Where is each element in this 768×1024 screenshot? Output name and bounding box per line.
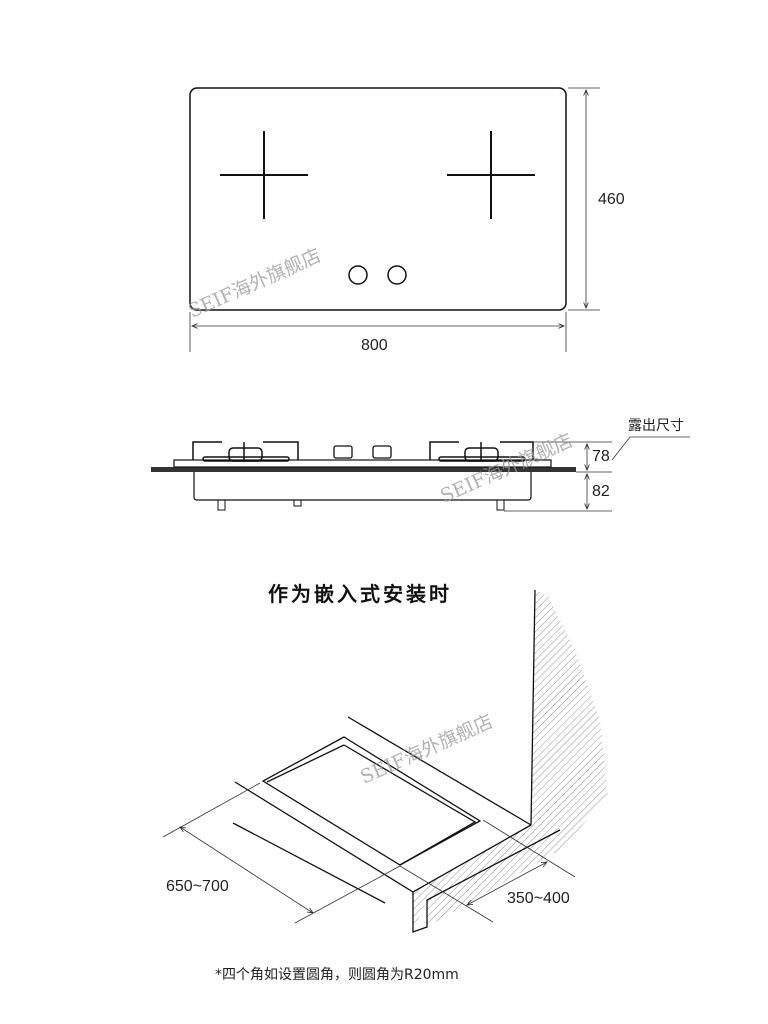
top-view: 460 800 bbox=[189, 87, 625, 354]
wall-line bbox=[530, 589, 536, 826]
gap-label: 350~400 bbox=[507, 890, 570, 907]
counter-front-line bbox=[234, 781, 414, 893]
feet bbox=[217, 499, 505, 511]
side-dimensions bbox=[504, 436, 690, 512]
cutout-inner-edge bbox=[343, 744, 477, 866]
counter-back-line bbox=[347, 716, 532, 826]
side-knob-left bbox=[333, 445, 353, 459]
exposed-size-label: 露出尺寸 bbox=[628, 418, 684, 434]
wall-hatch bbox=[531, 590, 608, 825]
ext-line bbox=[399, 865, 494, 923]
dimension-width bbox=[189, 312, 567, 352]
height-label: 460 bbox=[598, 191, 625, 208]
burner-cross-right bbox=[447, 131, 535, 219]
footnote: *四个角如设置圆角，则圆角为R20mm bbox=[215, 967, 459, 983]
install-diagram: 650~700 350~400 bbox=[162, 589, 608, 933]
hob-body bbox=[193, 472, 532, 501]
depth-label: 650~700 bbox=[166, 878, 229, 895]
bottom-height-label: 82 bbox=[592, 483, 610, 500]
knob-right bbox=[387, 265, 407, 285]
width-label: 800 bbox=[361, 337, 388, 354]
side-knob-right bbox=[372, 445, 392, 459]
watermark: SEIF海外旗舰店 bbox=[357, 710, 496, 788]
cutout-outer bbox=[261, 736, 482, 866]
top-height-label: 78 bbox=[592, 448, 610, 465]
pan-support-left bbox=[192, 441, 299, 462]
counter-edge-hatch bbox=[413, 797, 608, 932]
watermark: SEIF海外旗舰店 bbox=[185, 244, 324, 322]
side-view: 78 82 露出尺寸 bbox=[151, 418, 690, 512]
counter-front-face bbox=[412, 824, 532, 893]
ext-line bbox=[294, 865, 401, 924]
install-title: 作为嵌入式安装时 bbox=[268, 582, 452, 606]
ext-line bbox=[482, 819, 576, 878]
knob-left bbox=[348, 265, 368, 285]
hob-outline bbox=[189, 87, 567, 311]
dimension-height bbox=[568, 87, 600, 311]
depth-dimension bbox=[180, 827, 313, 913]
burner-cross-left bbox=[220, 131, 308, 219]
top-plate bbox=[173, 459, 552, 468]
cutout-inner bbox=[266, 744, 345, 783]
countertop-glass bbox=[151, 467, 576, 472]
gap-dimension bbox=[467, 862, 547, 905]
counter-line bbox=[232, 822, 386, 904]
